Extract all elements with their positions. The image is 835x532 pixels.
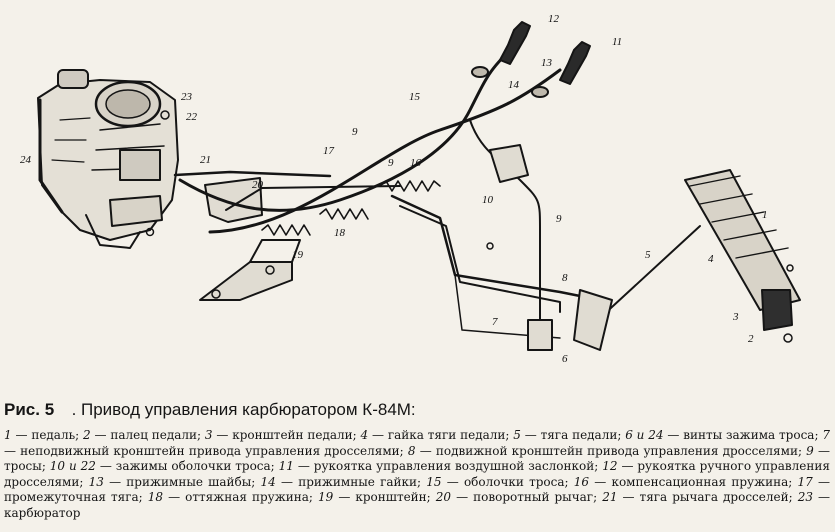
legend-item: 18 — оттяжная пружина; [147,490,313,505]
carburetor-drawing [37,69,179,249]
callout-10: 10 [482,194,494,206]
legend-item: 16 — компенсационная пружина; [573,474,793,489]
legend-item: 1 — педаль; [4,428,80,442]
callout-8: 8 [562,272,568,284]
callout-19: 19 [292,249,304,261]
callout-14: 14 [508,79,520,91]
legend-item: 21 — тяга рычага дросселей; [602,490,793,505]
throttle-bracket-drawing [390,194,582,351]
callout-16: 16 [410,157,422,169]
callout-4: 4 [708,253,714,265]
figure-title: . Привод управления карбюратором К-84М: [71,400,416,419]
callout-24: 24 [20,154,32,166]
callout-12: 12 [548,13,560,25]
bracket-19-drawing [199,239,301,301]
figure-caption: Рис. 5 . Привод управления карбюратором … [4,398,830,522]
legend-item: 14 — прижимные гайки; [260,474,422,489]
legend-item: 10 и 22 — зажимы оболочки троса; [49,459,275,474]
callout-7: 7 [492,316,498,328]
callout-5: 5 [645,249,651,261]
callout-13: 13 [541,57,553,69]
callout-20: 20 [252,179,264,191]
callout-9-b: 9 [556,213,562,225]
legend-item: 19 — кронштейн; [318,490,431,505]
callout-18: 18 [334,227,346,239]
legend-item: 13 — прижимные шайбы; [88,474,256,489]
figure-callouts: 1 2 3 4 5 6 7 8 9 9 9 10 11 12 13 14 15 … [20,13,768,365]
figure-illustration: 1 2 3 4 5 6 7 8 9 9 9 10 11 12 13 14 15 … [20,13,801,365]
control-handles-drawing [471,21,591,98]
legend-item: 3 — кронштейн педали; [204,428,357,442]
legend-item: 7 — неподвижный кронштейн привода управл… [4,428,830,458]
legend-item: 4 — гайка тяги педали; [360,428,510,442]
callout-3: 3 [732,311,739,323]
legend-item: 17 — промежуточная тяга; [4,474,830,505]
legend-item: 5 — тяга педали; [513,428,622,442]
legend-item: 8 — подвижной кронштейн привода управлен… [407,443,802,458]
figure-legend: 1 — педаль; 2 — палец педали; 3 — кроншт… [4,428,830,522]
legend-item: 9 — тросы; [4,443,830,474]
legend-item: 12 — рукоятка ручного управления дроссел… [4,459,830,489]
callout-22: 22 [186,111,198,123]
callout-17: 17 [323,145,335,157]
callout-21: 21 [200,154,211,166]
figure-title-line: Рис. 5 . Привод управления карбюратором … [4,398,830,422]
legend-item: 6 и 24 — винты зажима троса; [625,428,819,442]
legend-item: 23 — карбюратор [4,490,831,520]
callout-9-c: 9 [388,157,394,169]
legend-item: 11 — рукоятка управления воздушной засло… [278,459,599,474]
figure-number: Рис. 5 [4,400,55,419]
legend-item: 20 — поворотный рычаг; [435,490,598,505]
callout-11: 11 [612,36,622,48]
callout-9-a: 9 [352,126,358,138]
carburetor-linkage-drawing: 1 2 3 4 5 6 7 8 9 9 9 10 11 12 13 14 15 … [20,13,801,365]
legend-item: 15 — оболочки троса; [426,474,569,489]
callout-23: 23 [181,91,193,103]
callout-15: 15 [409,91,421,103]
pedal-drawing [684,169,801,343]
legend-item: 2 — палец педали; [83,428,202,442]
callout-6: 6 [562,353,568,365]
lever-bracket-drawing [204,177,263,223]
callout-1: 1 [762,209,768,221]
callout-2: 2 [748,333,754,345]
